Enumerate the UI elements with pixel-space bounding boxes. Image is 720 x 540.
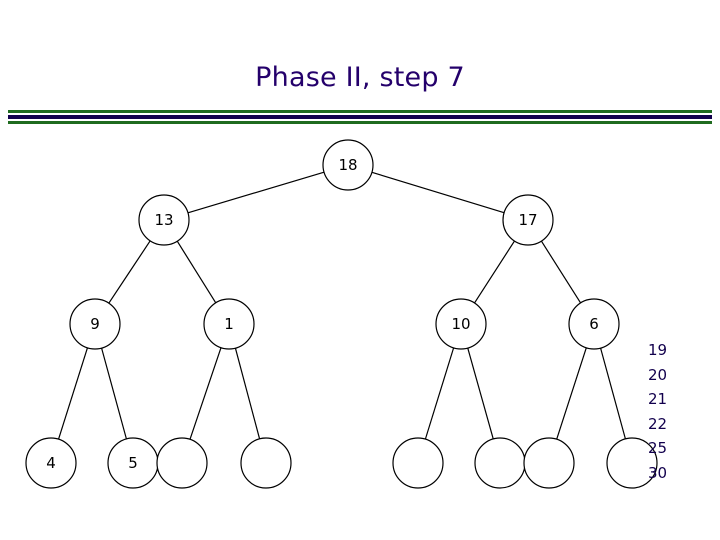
tree-edge <box>187 171 325 214</box>
tree-edge <box>108 240 151 304</box>
tree-node: 9 <box>69 298 121 350</box>
tree-edge <box>540 240 582 304</box>
tree-edge <box>101 347 127 440</box>
tree-node: 1 <box>203 298 255 350</box>
tree-node-circle <box>392 437 444 489</box>
leftover-value: 19 <box>648 341 668 359</box>
tree-node <box>523 437 575 489</box>
tree-edge <box>234 348 261 439</box>
tree-node: 13 <box>138 194 190 246</box>
tree-edges <box>57 171 626 440</box>
tree-node <box>606 437 658 489</box>
tree-node-label: 18 <box>338 156 357 174</box>
tree-node-circle <box>523 437 575 489</box>
tree-edge <box>371 171 505 214</box>
tree-node: 17 <box>502 194 554 246</box>
tree-edge <box>424 347 455 440</box>
tree-node: 4 <box>25 437 77 489</box>
tree-node-label: 1 <box>224 315 234 333</box>
tree-edge <box>176 240 217 304</box>
tree-node-label: 5 <box>128 454 138 472</box>
tree-edge <box>57 347 89 440</box>
tree-node <box>240 437 292 489</box>
page-title: Phase II, step 7 <box>255 62 465 93</box>
tree-edge <box>189 347 222 440</box>
tree-edge <box>600 347 626 440</box>
tree-node-label: 4 <box>46 454 56 472</box>
tree-node-circle <box>502 194 554 246</box>
tree-node-circle <box>69 298 121 350</box>
tree-node <box>156 437 208 489</box>
divider-green-top <box>8 110 712 113</box>
tree-node-circle <box>240 437 292 489</box>
tree-node-label: 6 <box>589 315 599 333</box>
tree-node-circle <box>474 437 526 489</box>
divider-gap-bottom <box>8 119 712 121</box>
tree-node-circle <box>156 437 208 489</box>
tree-node-label: 10 <box>451 315 470 333</box>
tree-node-circle <box>138 194 190 246</box>
leftover-value: 22 <box>648 414 668 433</box>
divider-green-bottom <box>8 121 712 124</box>
tree-node: 18 <box>322 139 374 191</box>
tree-edge <box>556 347 587 440</box>
tree-node-label: 9 <box>90 315 100 333</box>
divider-gap-top <box>8 113 712 115</box>
tree-node-circle <box>606 437 658 489</box>
tree-node-circle <box>568 298 620 350</box>
divider-navy <box>8 115 712 119</box>
tree-node <box>474 437 526 489</box>
tree-node-label: 17 <box>518 211 537 229</box>
leftover-value: 25 <box>648 439 668 457</box>
tree-node: 10 <box>435 298 487 350</box>
tree-node: 5 <box>107 437 159 489</box>
tree-node-circle <box>203 298 255 350</box>
tree-node: 6 <box>568 298 620 350</box>
leftover-values-list: 19 20 21 22 25 30 <box>648 338 694 485</box>
leftover-value: 21 <box>648 390 668 408</box>
tree-edge <box>474 240 515 304</box>
tree-node-circle <box>435 298 487 350</box>
tree-node <box>392 437 444 489</box>
leftover-value: 30 <box>648 463 668 482</box>
tree-node-label: 13 <box>154 211 173 229</box>
leftover-value: 20 <box>648 365 668 384</box>
tree-nodes: 18 13 17 9 1 10 6 4 5 <box>25 139 658 489</box>
tree-edge <box>467 347 494 440</box>
tree-node-circle <box>25 437 77 489</box>
tree-node-circle <box>322 139 374 191</box>
